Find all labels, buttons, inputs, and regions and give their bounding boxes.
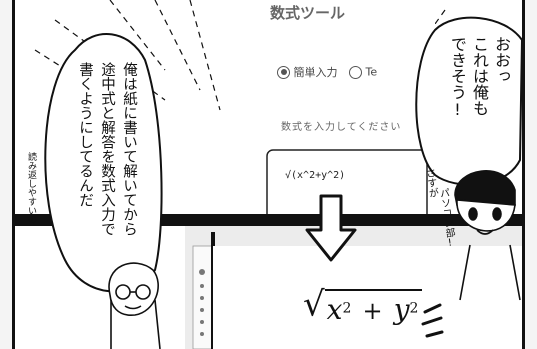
formula-x: x (326, 293, 343, 326)
left-bubble-line-3: 書くようにしてるんだ (77, 62, 93, 207)
radio-selected-icon[interactable] (277, 65, 290, 79)
radio-other-label: Te (365, 65, 378, 79)
right-bubble-line-2: これは俺も (470, 36, 489, 116)
right-character (454, 170, 521, 301)
left-bubble-line-1: 俺は紙に書いて解いてから (121, 62, 137, 236)
formula-input-field[interactable]: √(x^2+y^2) (285, 170, 346, 181)
rendered-formula: √ x2 + y2 (303, 283, 423, 326)
formula-y-exponent: 2 (409, 300, 419, 317)
radio-group: 簡単入力 Te (277, 64, 377, 80)
formula-x-exponent: 2 (342, 300, 352, 317)
formula-input-placeholder: 数式を入力してください (281, 122, 402, 133)
formula-plus: + (362, 297, 383, 325)
radio-unselected-icon[interactable] (349, 65, 362, 79)
tool-window-title: 数式ツール (270, 4, 346, 22)
left-aside-note: 読み返しやすいの (26, 152, 36, 224)
radio-simple-label: 簡単入力 (293, 66, 338, 79)
right-bubble-line-3: できそう! (448, 36, 467, 119)
manga-panel: 数式ツール 簡単入力 Te 数式を入力してください √(x^2+y^2) √ x… (12, 0, 525, 349)
formula-y: y (393, 293, 410, 326)
right-bubble-line-1: おおっ (492, 36, 511, 84)
panel-artwork (15, 0, 522, 349)
left-character (108, 262, 161, 349)
left-bubble-line-2: 途中式と解答を数式入力で (99, 62, 115, 236)
